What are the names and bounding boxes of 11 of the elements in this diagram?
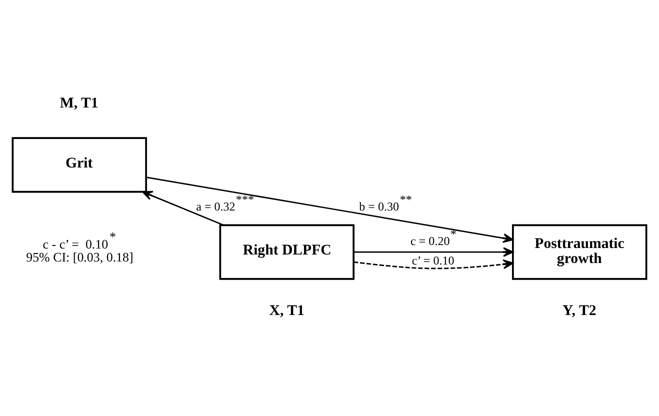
edge-label: c’ = 0.10: [412, 252, 454, 267]
node-box: Grit: [12, 136, 147, 192]
node-label: M, T1: [60, 94, 98, 111]
arrow: [142, 190, 224, 226]
arrow: [354, 258, 514, 269]
node-box: Right DLPFC: [219, 224, 355, 280]
node-label: Y, T2: [562, 302, 596, 318]
node-label: X, T1: [269, 302, 304, 318]
arrow: [146, 176, 514, 242]
node-box: Posttraumatic growth: [512, 224, 648, 280]
arrow: [354, 246, 514, 256]
